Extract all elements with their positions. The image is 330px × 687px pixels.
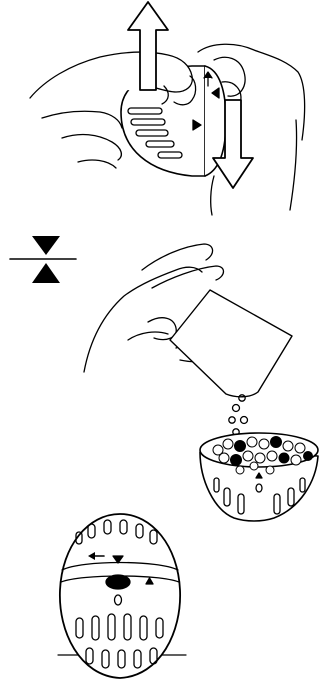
step-open xyxy=(30,2,305,215)
open-egg-half xyxy=(200,433,318,521)
pouring-box xyxy=(170,290,292,397)
fill-line-icon xyxy=(10,236,76,283)
closed-egg xyxy=(60,514,180,678)
step-fill xyxy=(10,236,318,521)
step-close xyxy=(58,514,186,678)
